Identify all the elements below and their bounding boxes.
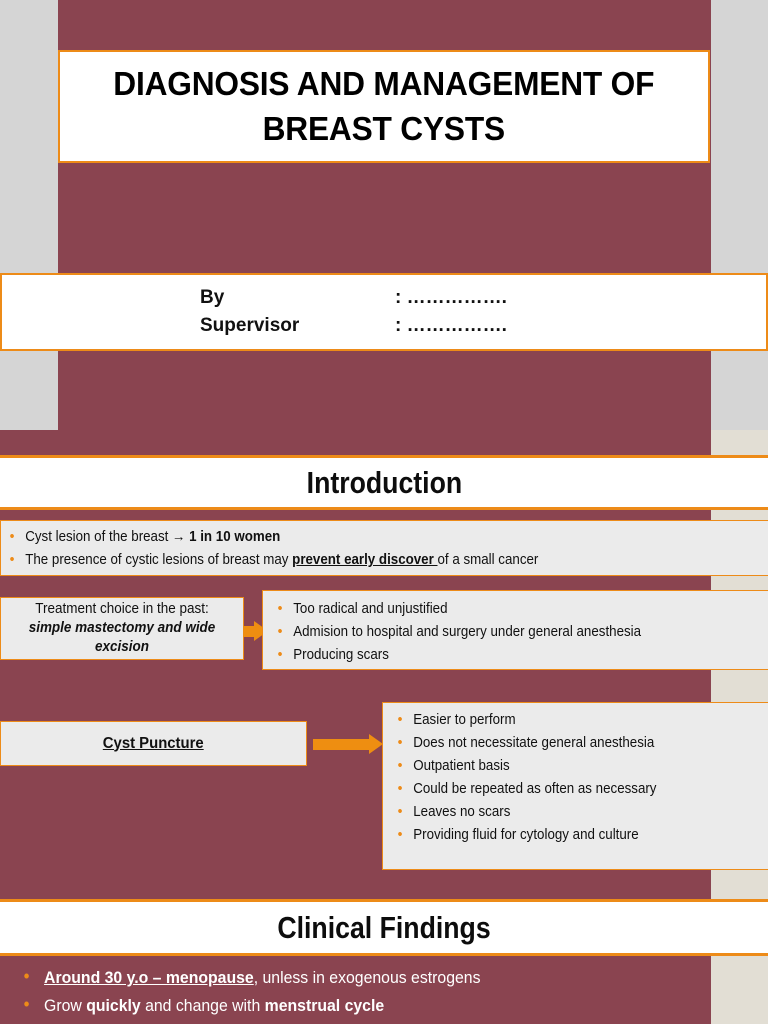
- list-item: Outpatient basis: [393, 757, 750, 774]
- list-item: Producing scars: [273, 646, 740, 663]
- slide2-heading-bar: Introduction: [0, 455, 768, 510]
- title-line-2: BREAST CYSTS: [262, 109, 506, 147]
- slide-clinical-findings: Clinical Findings Around 30 y.o – menopa…: [0, 896, 768, 1024]
- intro-bullets-box: Cyst lesion of the breast → 1 in 10 wome…: [0, 520, 768, 576]
- list-item: Cyst lesion of the breast → 1 in 10 wome…: [5, 528, 712, 545]
- list-item: Providing fluid for cytology and culture: [393, 826, 750, 843]
- cyst-puncture-bullets-box: Easier to perform Does not necessitate g…: [382, 702, 768, 870]
- list-item: Leaves no scars: [393, 803, 750, 820]
- credit-row-supervisor: Supervisor : …………….: [200, 315, 507, 337]
- cyst-puncture-bullet-list: Easier to perform Does not necessitate g…: [393, 711, 768, 843]
- slide3-heading-bar: Clinical Findings: [0, 899, 768, 956]
- slide-title: DIAGNOSIS AND MANAGEMENT OF BREAST CYSTS…: [0, 0, 768, 430]
- intro-bullet-list: Cyst lesion of the breast → 1 in 10 wome…: [5, 528, 768, 568]
- slide-introduction: Introduction Cyst lesion of the breast →…: [0, 430, 768, 896]
- list-item: Does not necessitate general anesthesia: [393, 734, 750, 751]
- slide2-heading-text: Introduction: [306, 464, 462, 500]
- slide3-heading-text: Clinical Findings: [277, 909, 491, 945]
- credit-value-by: : …………….: [395, 287, 507, 308]
- list-item: Too radical and unjustified: [273, 600, 740, 617]
- past-treatment-label-box: Treatment choice in the past: simple mas…: [0, 597, 244, 660]
- credit-label-supervisor: Supervisor: [200, 315, 300, 336]
- page-title: DIAGNOSIS AND MANAGEMENT OF BREAST CYSTS: [106, 62, 662, 151]
- cyst-puncture-label: Cyst Puncture: [103, 734, 204, 752]
- list-item: The presence of cystic lesions of breast…: [5, 551, 712, 568]
- cyst-puncture-label-box: Cyst Puncture: [0, 721, 307, 766]
- past-treatment-bullets-box: Too radical and unjustified Admision to …: [262, 590, 768, 670]
- slide1-title-box: DIAGNOSIS AND MANAGEMENT OF BREAST CYSTS: [58, 50, 710, 163]
- slide1-credits-box: By : ……………. Supervisor : …………….: [0, 273, 768, 351]
- clinical-findings-bullet-list: Around 30 y.o – menopause, unless in exo…: [18, 966, 758, 1024]
- list-item: Admision to hospital and surgery under g…: [273, 623, 740, 640]
- credit-value-supervisor: : …………….: [395, 315, 507, 336]
- list-item: Grow quickly and change with menstrual c…: [18, 994, 706, 1016]
- list-item: Around 30 y.o – menopause, unless in exo…: [18, 966, 706, 988]
- past-treatment-label: Treatment choice in the past: simple mas…: [28, 601, 216, 655]
- credit-label-by: By: [200, 287, 225, 308]
- list-item: Could be repeated as often as necessary: [393, 780, 750, 797]
- credit-row-by: By : …………….: [200, 287, 507, 309]
- past-treatment-bullet-list: Too radical and unjustified Admision to …: [273, 600, 768, 663]
- title-line-1: DIAGNOSIS AND MANAGEMENT OF: [113, 64, 655, 102]
- list-item: Easier to perform: [393, 711, 750, 728]
